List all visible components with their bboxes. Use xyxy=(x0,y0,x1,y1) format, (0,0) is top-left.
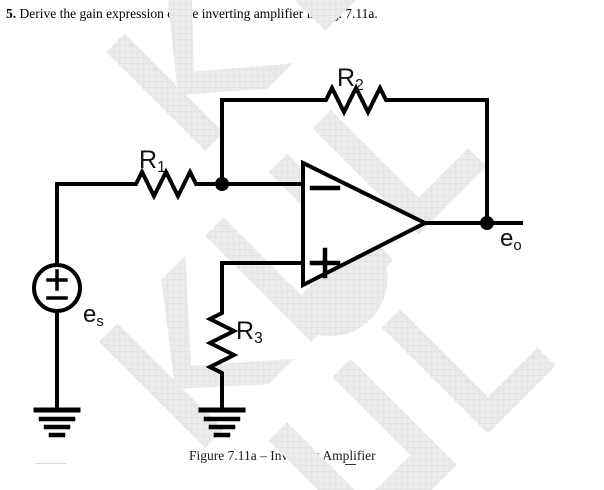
resistor-r3 xyxy=(205,303,239,412)
resistor-r1 xyxy=(126,167,224,201)
label-es-subscript: s xyxy=(96,314,104,331)
label-r2-letter: R xyxy=(337,64,356,92)
source-plus-icon xyxy=(46,269,68,291)
label-output-voltage: eo xyxy=(500,225,522,255)
junction-dot-summing-node xyxy=(215,177,229,191)
resistor-r2 xyxy=(316,83,414,117)
label-eo-letter: e xyxy=(500,225,514,252)
label-source-voltage: es xyxy=(83,301,104,331)
caption-underline-artifact xyxy=(345,464,356,465)
label-r1-letter: R xyxy=(139,146,158,174)
figure-caption: Figure 7.11a – Inverting Amplifier xyxy=(189,448,376,463)
scan-edge-artifact xyxy=(36,463,66,464)
label-r1: R1 xyxy=(139,146,166,177)
label-r3: R3 xyxy=(236,317,263,348)
label-r3-subscript: 3 xyxy=(254,330,263,348)
label-r2: R2 xyxy=(337,64,364,95)
question-prompt: 5. Derive the gain expression of the inv… xyxy=(6,6,378,22)
question-number: 5. xyxy=(6,6,17,21)
noninverting-plus-icon xyxy=(309,247,341,279)
label-eo-subscript: o xyxy=(513,238,522,255)
label-r2-subscript: 2 xyxy=(355,77,364,95)
junction-dot-output-node xyxy=(480,216,494,230)
label-r1-subscript: 1 xyxy=(157,159,166,177)
ground-symbol-source xyxy=(33,407,81,438)
ground-symbol-r3 xyxy=(198,407,246,438)
opamp-triangle xyxy=(301,159,430,289)
question-body: Derive the gain expression of the invert… xyxy=(16,6,378,21)
label-es-letter: e xyxy=(83,301,97,328)
label-r3-letter: R xyxy=(236,317,255,345)
